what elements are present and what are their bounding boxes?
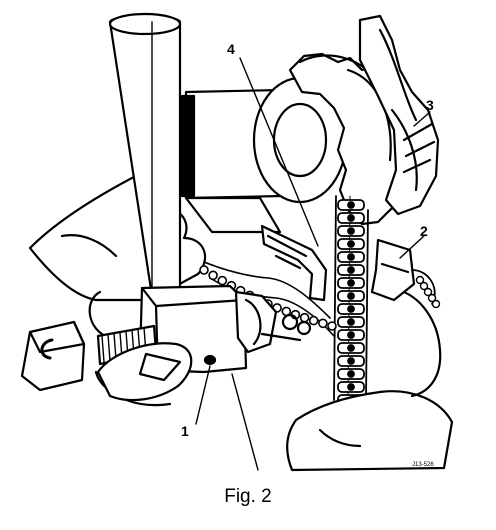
screw-thread bbox=[107, 334, 111, 362]
chain-pin bbox=[347, 357, 355, 365]
chain-roller bbox=[299, 312, 310, 323]
chain-pin bbox=[347, 383, 355, 391]
chain-pin bbox=[347, 370, 355, 378]
chain-guide-bracket bbox=[260, 224, 328, 302]
engine-housing bbox=[180, 76, 348, 234]
chain-pin bbox=[347, 240, 355, 248]
chain-pin bbox=[347, 292, 355, 300]
chain-pin bbox=[347, 201, 355, 209]
callout-2: 2 bbox=[420, 223, 428, 239]
callout-1: 1 bbox=[181, 423, 189, 439]
chain-roller bbox=[208, 270, 218, 281]
chain-roller bbox=[415, 275, 425, 285]
chain-roller bbox=[431, 299, 441, 309]
chain-pin bbox=[347, 318, 355, 326]
chain-pin bbox=[347, 331, 355, 339]
chain-pin bbox=[347, 253, 355, 261]
chain-roller bbox=[419, 281, 429, 291]
chain-roller bbox=[318, 318, 328, 329]
chain-pin bbox=[347, 279, 355, 287]
chain-roller bbox=[308, 315, 319, 326]
chain-pin bbox=[347, 214, 355, 222]
callout-3: 3 bbox=[426, 97, 434, 113]
chain-pin bbox=[347, 305, 355, 313]
chain-pin bbox=[347, 344, 355, 352]
callout-leaders bbox=[195, 57, 431, 471]
chain-roller bbox=[327, 321, 337, 331]
chain-roller bbox=[199, 265, 209, 275]
right-hand bbox=[96, 288, 454, 472]
tensioner-tool bbox=[20, 12, 312, 392]
locking-clip bbox=[370, 238, 441, 309]
chain-roller bbox=[423, 287, 433, 297]
figure-caption: Fig. 2 bbox=[224, 486, 272, 507]
chain-pin bbox=[347, 266, 355, 274]
timing-chain bbox=[333, 195, 369, 406]
reference-code: J13-526 bbox=[412, 462, 434, 468]
chain-pin bbox=[347, 227, 355, 235]
crankshaft-sprocket bbox=[358, 14, 440, 216]
callout-4: 4 bbox=[227, 41, 235, 57]
screw-thread bbox=[101, 335, 105, 363]
chain-roller bbox=[427, 293, 437, 303]
chain-roller bbox=[217, 275, 228, 286]
